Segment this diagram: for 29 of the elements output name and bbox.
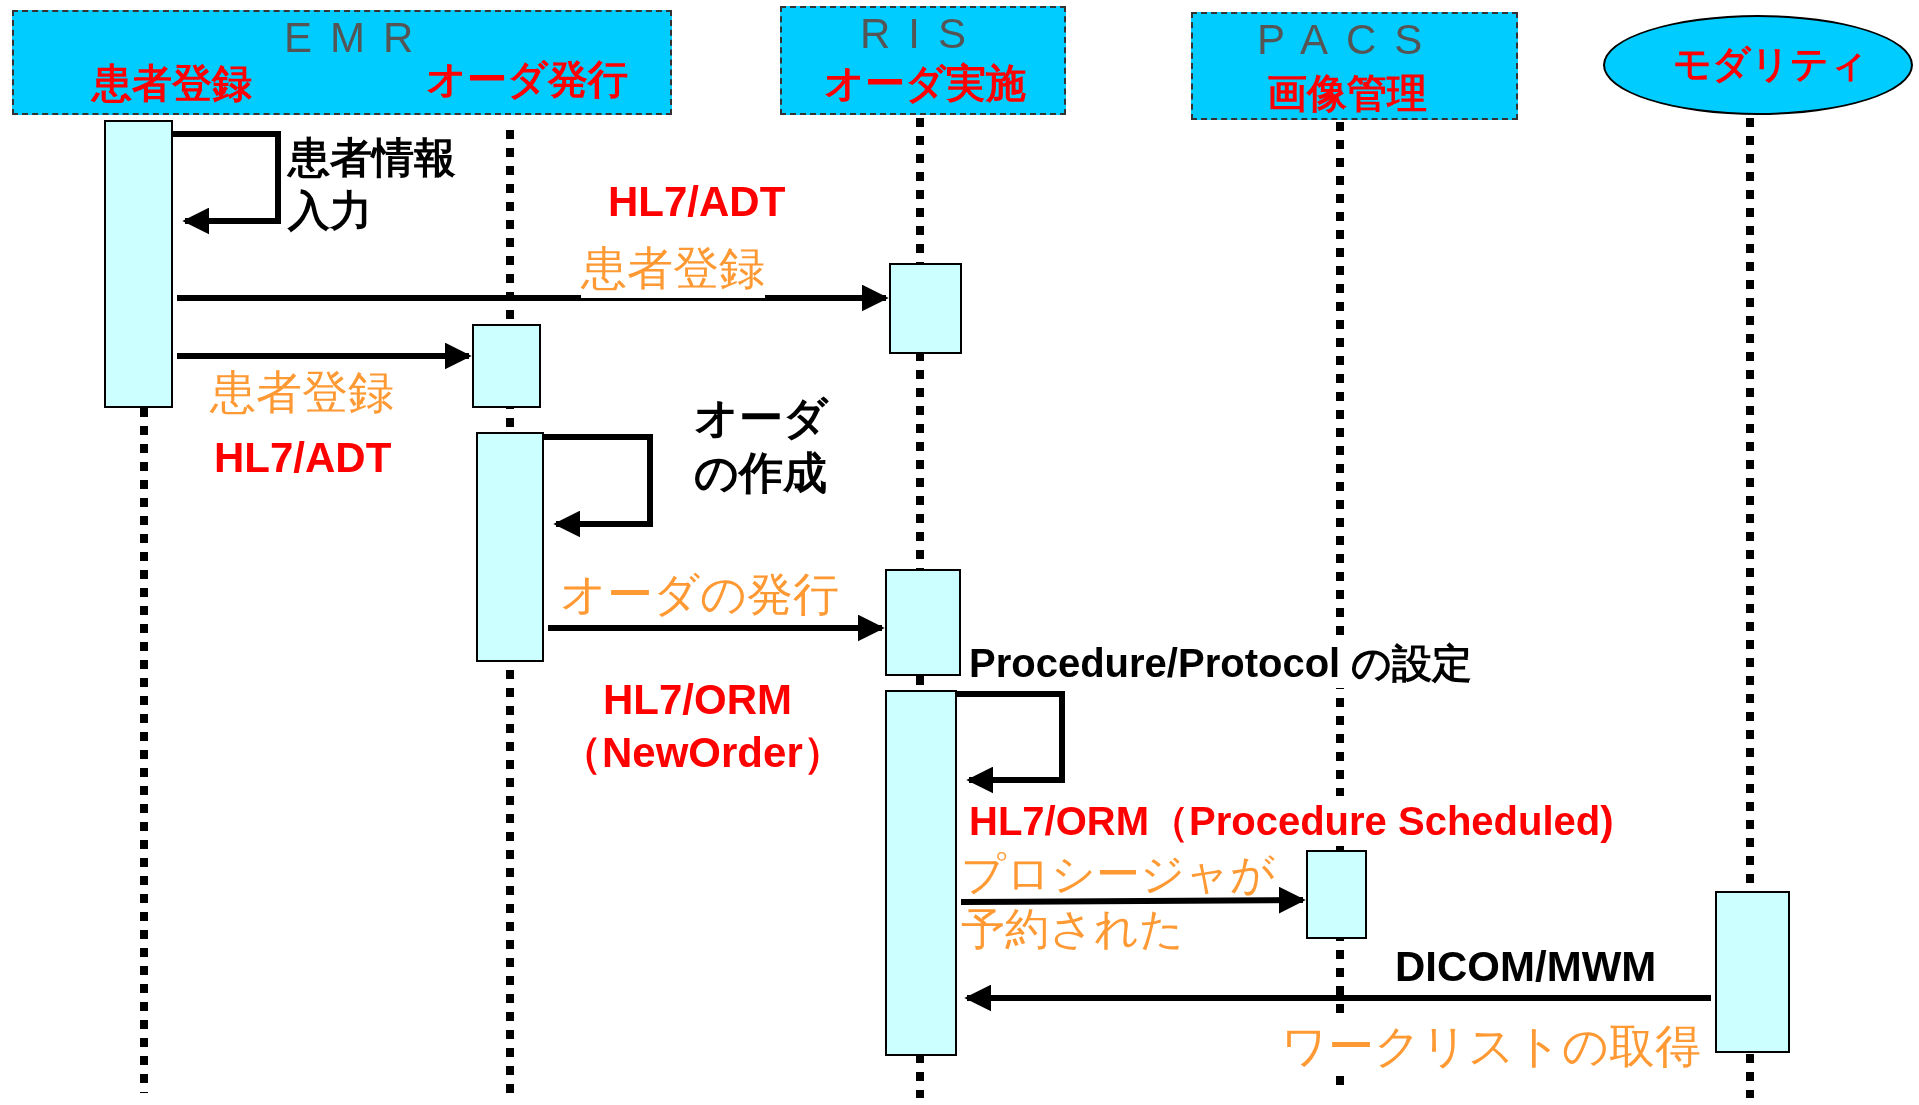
- arrow: [177, 342, 472, 370]
- activation-box: [472, 324, 541, 408]
- activation-box: [1306, 850, 1367, 939]
- arrow: [177, 284, 889, 312]
- arrow: [548, 614, 885, 642]
- arrow: [544, 434, 653, 538]
- system-header-box: [1191, 12, 1518, 120]
- activation-box: [476, 432, 544, 662]
- system-name: モダリティ: [1673, 43, 1868, 87]
- activation-box: [104, 120, 173, 408]
- arrow: [173, 131, 281, 235]
- subsystem-title: 画像管理: [1267, 70, 1427, 116]
- edge-label: 患者情報入力: [288, 133, 457, 236]
- arrow: [961, 886, 1306, 914]
- activation-box: [889, 263, 962, 354]
- activation-box: [1715, 891, 1790, 1053]
- group-header-box: [12, 10, 672, 115]
- edge-label: オーダの作成: [694, 392, 830, 499]
- protocol-label: HL7/ORM（Procedure Scheduled): [969, 796, 1614, 846]
- system-header-box: [780, 6, 1066, 115]
- lifeline-title: 患者登録: [92, 60, 252, 106]
- activation-box: [885, 690, 957, 1056]
- system-name: RIS: [860, 10, 984, 59]
- activation-box: [885, 569, 961, 676]
- arrow: [957, 691, 1065, 794]
- system-name: PACS: [1257, 16, 1441, 65]
- arrow: [964, 984, 1711, 1012]
- lifeline-title: オーダ実施: [824, 60, 1026, 106]
- edge-label: プロシージャが予約された: [961, 848, 1276, 955]
